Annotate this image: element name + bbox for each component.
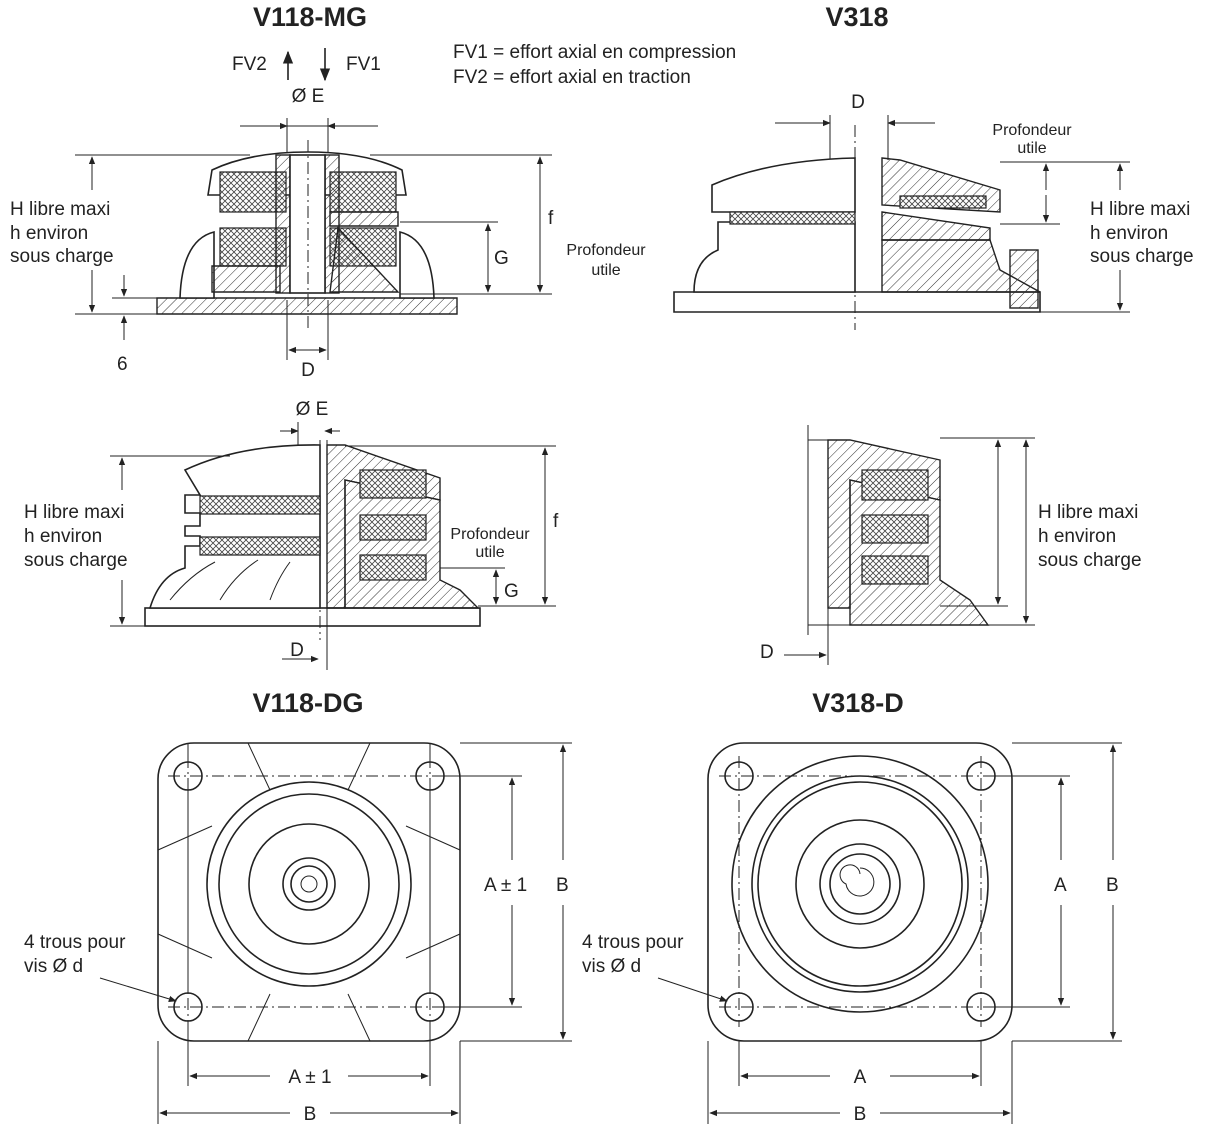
view-v318-d-top: A B A B 4 trous pour vis Ø d bbox=[582, 742, 1122, 1124]
g-label: G bbox=[494, 248, 509, 269]
h-libre-label: H libre maxi bbox=[10, 199, 110, 220]
a-label-vertical: A bbox=[1054, 875, 1067, 896]
b-label-horizontal: B bbox=[304, 1104, 317, 1124]
h-environ-label: h environ bbox=[10, 223, 88, 244]
view-v318-section: D Profondeur utile H libre maxi h enviro… bbox=[673, 92, 1194, 330]
b-label-vertical: B bbox=[556, 875, 569, 896]
utile-label-2: utile bbox=[1017, 140, 1046, 157]
h-libre-label-2: H libre maxi bbox=[1090, 199, 1190, 220]
d-label-view2: D bbox=[851, 92, 865, 113]
sous-charge-label-4: sous charge bbox=[1038, 550, 1142, 571]
fv2-label: FV2 bbox=[232, 54, 267, 75]
force-arrows: FV2 FV1 bbox=[232, 48, 381, 82]
dia-e-label: Ø E bbox=[292, 86, 325, 107]
f-label: f bbox=[548, 208, 554, 229]
title-v318-d: V318-D bbox=[812, 688, 904, 718]
legend-fv1: FV1 = effort axial en compression bbox=[453, 42, 736, 63]
d-label-view4: D bbox=[760, 642, 774, 663]
vis-label-2: vis Ø d bbox=[582, 956, 641, 977]
trous-label: 4 trous pour bbox=[24, 932, 126, 953]
legend-fv2: FV2 = effort axial en traction bbox=[453, 67, 691, 88]
h-environ-label-2: h environ bbox=[1090, 223, 1168, 244]
a-pm1-label-vertical: A ± 1 bbox=[484, 875, 527, 896]
utile-label-3: utile bbox=[475, 544, 504, 561]
d-label-view3: D bbox=[290, 640, 304, 661]
h-environ-label-4: h environ bbox=[1038, 526, 1116, 547]
utile-label-1: utile bbox=[591, 262, 620, 279]
profondeur-label-2: Profondeur bbox=[992, 122, 1072, 139]
six-label: 6 bbox=[117, 354, 128, 375]
vis-label: vis Ø d bbox=[24, 956, 83, 977]
a-label-horizontal: A bbox=[854, 1067, 867, 1088]
h-libre-label-3: H libre maxi bbox=[24, 502, 124, 523]
profondeur-label-3: Profondeur bbox=[450, 526, 530, 543]
title-v318: V318 bbox=[825, 2, 888, 32]
g-label-2: G bbox=[504, 581, 519, 602]
view-v118-dg-top: A ± 1 B A ± 1 B 4 trous pour vis Ø d bbox=[24, 742, 572, 1124]
title-v118-dg: V118-DG bbox=[252, 688, 363, 718]
f-label-2: f bbox=[553, 511, 559, 532]
sous-charge-label-2: sous charge bbox=[1090, 246, 1194, 267]
sous-charge-label: sous charge bbox=[10, 246, 114, 267]
dia-e-label-2: Ø E bbox=[296, 399, 329, 420]
view-v118-dg-section: Ø E H libre maxi h environ sous charge f bbox=[24, 399, 559, 670]
title-v118-mg: V118-MG bbox=[253, 2, 367, 32]
b-label-vertical-2: B bbox=[1106, 875, 1119, 896]
view-v318-d-section: H libre maxi h environ sous charge D bbox=[760, 425, 1142, 665]
h-environ-label-3: h environ bbox=[24, 526, 102, 547]
view-v118-mg-section: Ø E f G bbox=[10, 86, 554, 381]
profondeur-label-1: Profondeur bbox=[566, 242, 646, 259]
b-label-horizontal-2: B bbox=[854, 1104, 867, 1124]
h-libre-label-4: H libre maxi bbox=[1038, 502, 1138, 523]
a-pm1-label-horizontal: A ± 1 bbox=[288, 1067, 331, 1088]
d-label-view1: D bbox=[301, 360, 315, 381]
sous-charge-label-3: sous charge bbox=[24, 550, 128, 571]
trous-label-2: 4 trous pour bbox=[582, 932, 684, 953]
fv1-label: FV1 bbox=[346, 54, 381, 75]
